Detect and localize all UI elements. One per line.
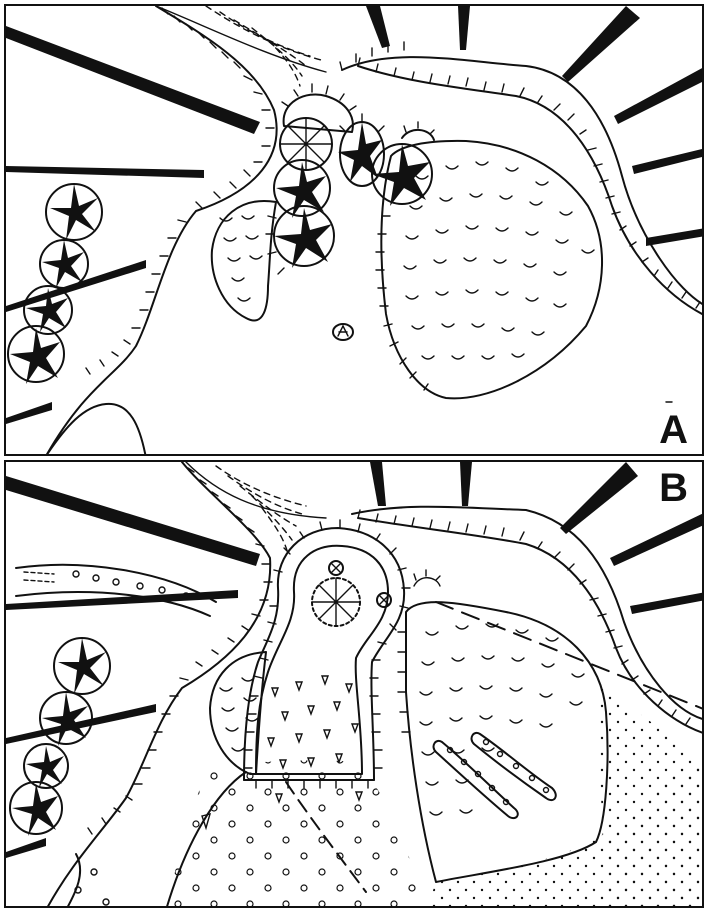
panel-label: B: [659, 468, 688, 508]
dotted-region: [426, 602, 704, 908]
panel-a: A: [4, 4, 704, 456]
left-arc-cell: [212, 201, 276, 320]
small-spore: [333, 324, 353, 340]
ringed-hyphae-pair: [434, 733, 556, 818]
panel-label: A: [659, 410, 688, 450]
ring-textured-region: [75, 760, 426, 908]
radiating-rays: [6, 6, 704, 424]
left-arc-cell: [210, 652, 266, 774]
panel-b: B: [4, 460, 704, 908]
panel-b-drawing: [6, 462, 704, 908]
outer-ridge: [46, 6, 704, 456]
panel-a-drawing: [6, 6, 704, 456]
striated-band: [156, 6, 326, 86]
right-wall-cell: [398, 602, 608, 882]
central-cells: [266, 84, 434, 274]
ringed-hypha: [16, 565, 216, 616]
central-chamber: [244, 520, 440, 802]
